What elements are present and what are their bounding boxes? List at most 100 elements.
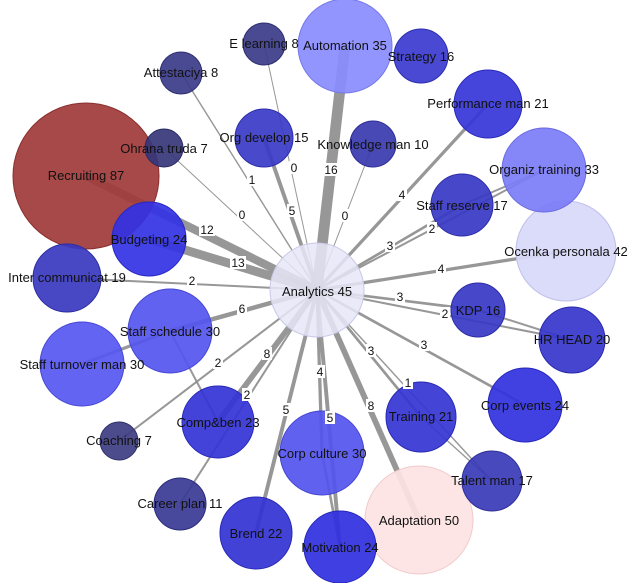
node-label-recruiting: Recruiting 87: [48, 168, 125, 183]
edge-label-training: 3: [368, 344, 375, 358]
node-label-analytics: Analytics 45: [282, 284, 352, 299]
edge-label-ocenka: 4: [438, 262, 445, 276]
edge-label-bg-staffreserve: [385, 239, 395, 252]
edge-label-bg-orgdevelop: [287, 204, 297, 217]
node-automation[interactable]: [297, 0, 393, 94]
node-label-elearning: E learning 8: [229, 36, 298, 51]
edge-label-bg-staffschedule: [237, 302, 247, 315]
edge-label-corpculture: 4: [317, 365, 324, 379]
node-label-talentman: Talent man 17: [451, 473, 533, 488]
node-label-training: Training 21: [389, 409, 454, 424]
edge-label-recruiting: 12: [200, 223, 214, 237]
edge-label-intercomm: 2: [189, 274, 196, 288]
edge-label-bg-organiz: [427, 222, 437, 235]
node-label-motivation: Motivation 24: [301, 540, 378, 555]
node-budgeting[interactable]: [111, 201, 187, 277]
node-knowledge[interactable]: [349, 120, 397, 168]
edge-label-bg-performance: [397, 188, 407, 201]
node-label-ocenka: Ocenka personala 42: [504, 244, 628, 259]
node-label-adaptation: Adaptation 50: [379, 513, 459, 528]
node-adaptation[interactable]: [364, 465, 474, 575]
edge-label-attestaciya: 1: [249, 173, 256, 187]
edge-label-bg-recruiting: [199, 223, 215, 236]
node-label-kdp: KDP 16: [456, 303, 501, 318]
edge-label-knowledge: 0: [342, 209, 349, 223]
edge-label-motivation: 5: [327, 411, 334, 425]
node-label-budgeting: Budgeting 24: [111, 232, 188, 247]
node-elearning[interactable]: [242, 22, 286, 66]
node-label-organiz: Organiz training 33: [489, 162, 599, 177]
node-label-ohrana: Ohrana truda 7: [120, 141, 207, 156]
node-label-strategy: Strategy 16: [388, 49, 455, 64]
node-talentman[interactable]: [461, 450, 523, 512]
node-label-hrhead: HR HEAD 20: [534, 332, 611, 347]
edge-label-brend: 5: [283, 403, 290, 417]
node-labels-layer: Analytics 45 Recruiting 87 E learning 8 Aut…: [8, 36, 628, 555]
edge-label-coaching: 2: [215, 356, 222, 370]
node-organiz[interactable]: [501, 127, 587, 213]
edge-label-corpevents: 3: [421, 338, 428, 352]
node-compben[interactable]: [181, 385, 255, 459]
node-label-compben: Comp&ben 23: [176, 415, 259, 430]
node-training[interactable]: [385, 381, 457, 453]
node-intercomm[interactable]: [32, 243, 102, 313]
node-strategy[interactable]: [393, 28, 449, 84]
node-brend[interactable]: [219, 496, 293, 570]
node-label-corpculture: Corp culture 30: [278, 446, 367, 461]
node-orgdevelop[interactable]: [234, 108, 294, 168]
edge-label-bg-coaching: [213, 356, 223, 369]
node-label-careerplan: Career plan 11: [137, 496, 222, 511]
node-attestaciya[interactable]: [159, 51, 203, 95]
node-kdp[interactable]: [450, 282, 506, 338]
node-label-intercomm: Inter communicat 19: [8, 270, 126, 285]
edge-label-budgeting: 13: [231, 256, 245, 270]
node-ohrana[interactable]: [144, 128, 184, 168]
node-label-corpevents: Corp events 24: [481, 398, 569, 413]
node-label-coaching: Coaching 7: [86, 433, 152, 448]
edge-label-hrhead: 2: [442, 307, 449, 321]
edge-label-compben: 8: [264, 347, 271, 361]
node-coaching[interactable]: [99, 421, 139, 461]
node-staffschedule[interactable]: [127, 288, 213, 374]
node-hrhead[interactable]: [538, 306, 606, 374]
edge-label-bg-intercomm: [187, 274, 197, 287]
node-motivation[interactable]: [303, 510, 377, 583]
node-label-brend: Brend 22: [230, 526, 283, 541]
node-careerplan[interactable]: [153, 477, 207, 531]
edge-label-automation: 16: [324, 163, 338, 177]
edge-label-careerplan: 2: [244, 388, 251, 402]
node-corpevents[interactable]: [487, 367, 563, 443]
node-staffturnover[interactable]: [39, 321, 125, 407]
edge-label-bg-hrhead: [440, 307, 450, 320]
edge-label-bg-ohrana: [237, 208, 247, 221]
node-label-performance: Performance man 21: [427, 96, 548, 111]
edge-label-staffschedule: 6: [239, 302, 246, 316]
edge-label-orgdevelop: 5: [289, 204, 296, 218]
edge-label-performance: 4: [399, 188, 406, 202]
edge-label-bg-motivation: [325, 411, 335, 424]
node-label-staffschedule: Staff schedule 30: [120, 324, 220, 339]
edge-label-bg-adaptation: [366, 399, 376, 412]
nodes-layer: [12, 0, 617, 583]
node-corpculture[interactable]: [279, 410, 365, 496]
edge-label-bg-automation: [323, 163, 339, 176]
node-performance[interactable]: [453, 69, 523, 139]
edge-label-ohrana: 0: [239, 208, 246, 222]
edge-label-bg-talentman: [403, 376, 413, 389]
node-staffreserve[interactable]: [430, 173, 494, 237]
edge-label-organiz: 2: [429, 222, 436, 236]
node-label-staffreserve: Staff reserve 17: [416, 198, 508, 213]
edge-label-bg-budgeting: [230, 256, 246, 269]
node-analytics[interactable]: [269, 242, 365, 338]
edge-label-bg-brend: [281, 403, 291, 416]
edge-label-bg-corpculture: [315, 365, 325, 378]
edge-label-staffreserve: 3: [387, 239, 394, 253]
node-label-automation: Automation 35: [303, 38, 387, 53]
edge-label-bg-ocenka: [436, 262, 446, 275]
edge-label-elearning: 0: [291, 161, 298, 175]
edge-label-bg-corpevents: [419, 338, 429, 351]
node-label-attestaciya: Attestaciya 8: [144, 65, 218, 80]
